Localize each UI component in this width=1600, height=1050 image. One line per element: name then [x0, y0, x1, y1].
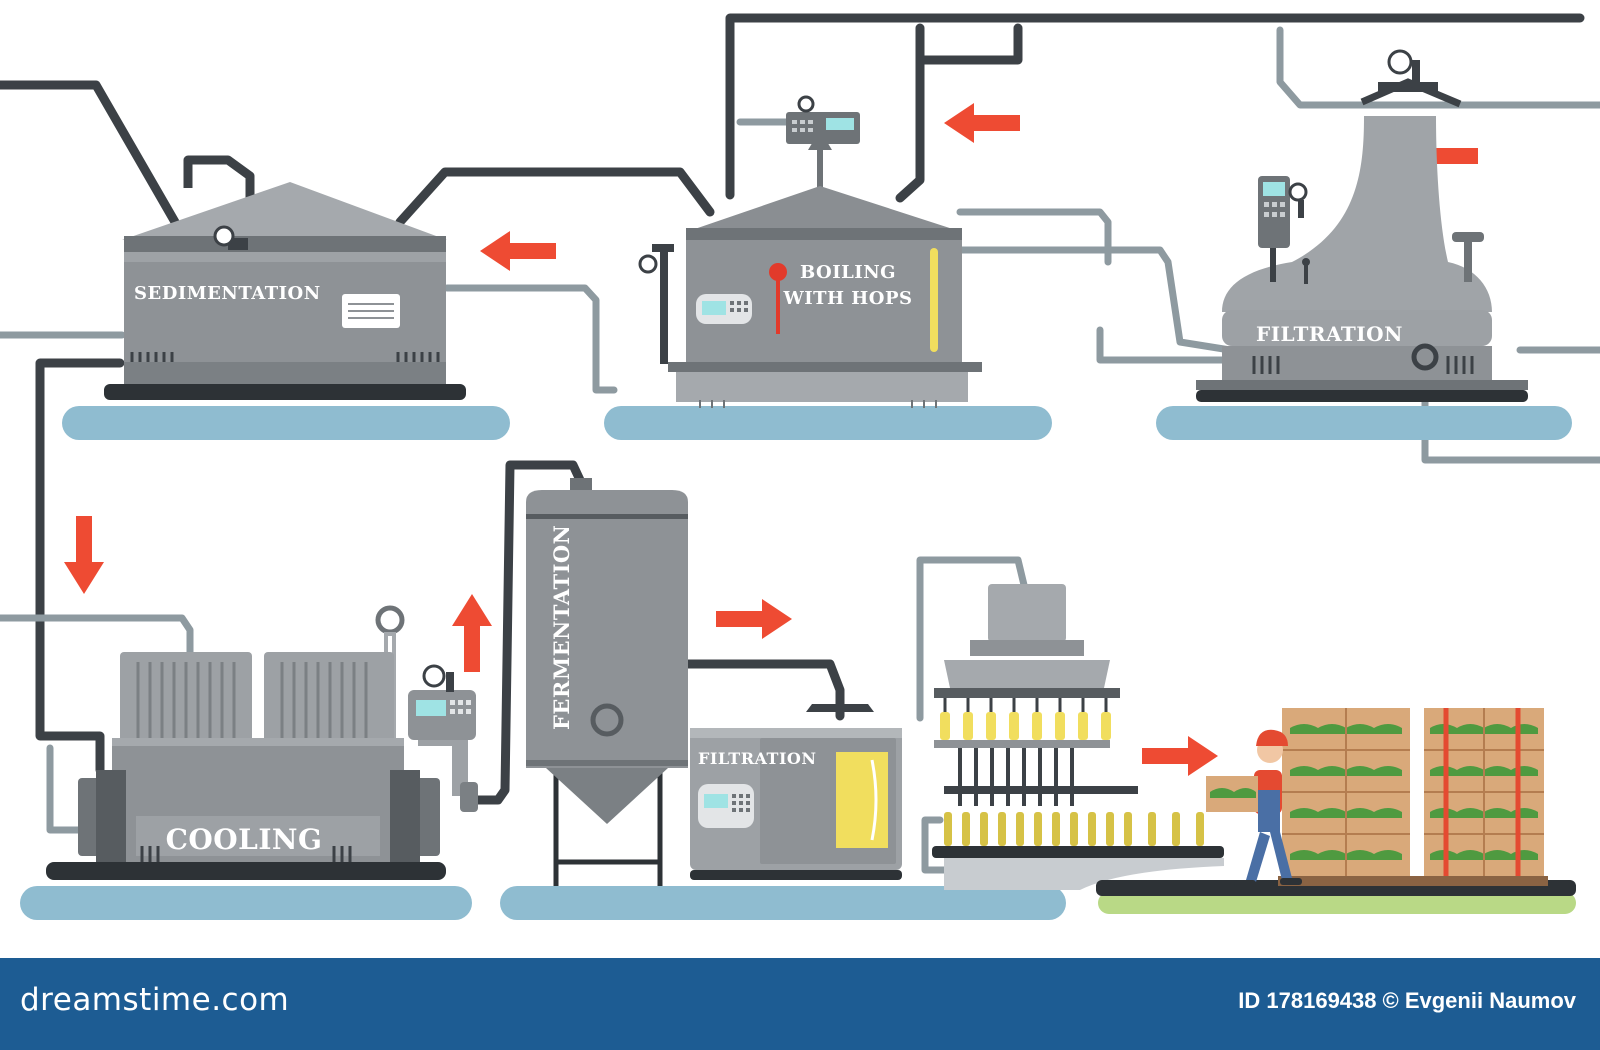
- arrow-down-icon: [64, 516, 104, 594]
- image-credit: ID 178169438© Evgenii Naumov: [1238, 988, 1582, 1014]
- control-panel-icon: [786, 95, 860, 144]
- display-panel-icon: [698, 784, 754, 828]
- bottle-icon: [940, 712, 1111, 740]
- filtration-top-tank: FILTRATION: [1196, 49, 1528, 402]
- cooling-label: COOLING: [166, 823, 323, 856]
- vent-grille-icon: [342, 294, 400, 328]
- gauge-icon: [213, 225, 248, 250]
- image-id: ID 178169438: [1238, 988, 1377, 1013]
- cooling-unit: COOLING: [46, 605, 478, 880]
- boiling-label-line1: BOILING: [800, 262, 896, 283]
- bottling-machine: [932, 584, 1224, 890]
- floor-pads: [20, 406, 1572, 920]
- pipes-light: [0, 26, 1600, 874]
- arrow-left-icon: [480, 231, 556, 271]
- pressure-gauge-icon: [1360, 49, 1462, 108]
- gauge-icon: [638, 244, 674, 364]
- filtration-top-label: FILTRATION: [1256, 322, 1403, 346]
- boiling-label-line2: WITH HOPS: [782, 288, 912, 309]
- boiling-kettle: BOILING WITH HOPS: [638, 95, 982, 408]
- flow-arrows: [64, 103, 1478, 776]
- arrow-right-icon: [716, 599, 792, 639]
- crate-stack-icon: [1424, 708, 1544, 880]
- sedimentation-label: SEDIMENTATION: [134, 283, 321, 304]
- arrow-up-icon: [452, 594, 492, 672]
- author-credit: © Evgenii Naumov: [1382, 988, 1576, 1013]
- sedimentation-tank: SEDIMENTATION: [104, 155, 466, 400]
- site-logo[interactable]: dreamstime.com: [20, 982, 290, 1018]
- control-remote-icon: [1258, 176, 1310, 284]
- filtration-bottom-unit: FILTRATION: [690, 704, 902, 880]
- loading-area: [1096, 708, 1576, 914]
- worker-icon: [1206, 729, 1302, 887]
- arrow-right-icon: [1142, 736, 1218, 776]
- bottle-icon: [944, 812, 1204, 846]
- fermentation-tank: FERMENTATION: [526, 478, 688, 886]
- arrow-left-icon: [944, 103, 1020, 143]
- pump-icon: [408, 664, 478, 812]
- pipes-dark: [0, 13, 1585, 805]
- fermentation-label: FERMENTATION: [549, 525, 574, 730]
- footer-bar: dreamstime.com ID 178169438© Evgenii Nau…: [0, 958, 1600, 1050]
- filtration-bottom-label: FILTRATION: [698, 749, 816, 768]
- crate-stack-icon: [1282, 708, 1410, 880]
- display-panel-icon: [696, 294, 752, 324]
